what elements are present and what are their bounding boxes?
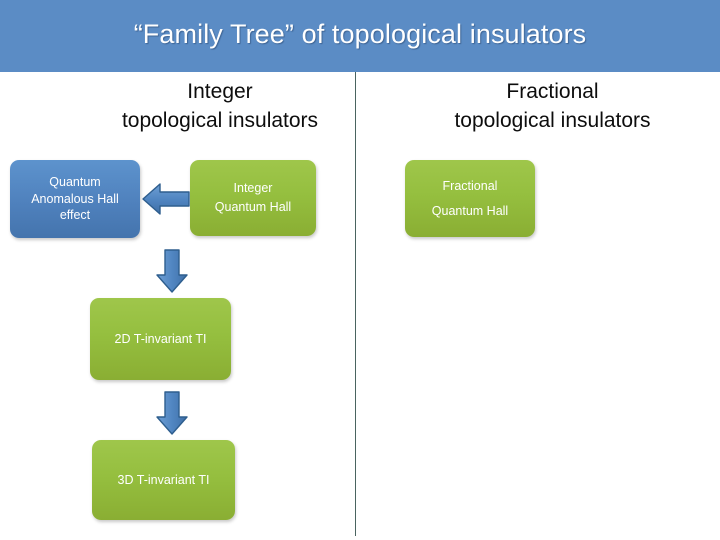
column-heading-fractional-line2: topological insulators	[454, 108, 651, 132]
column-heading-integer-line2: topological insulators	[121, 108, 319, 132]
node-quantum-anomalous-hall-effect[interactable]: Quantum Anomalous Hall effect	[10, 160, 140, 238]
arrow-down-icon	[156, 391, 188, 435]
node-quantum-anomalous-hall-effect-label: Quantum Anomalous Hall effect	[31, 174, 119, 224]
title-band	[0, 0, 720, 72]
column-heading-integer: Integer topological insulators	[40, 78, 400, 136]
column-divider	[355, 72, 356, 536]
node-3d-t-invariant-ti[interactable]: 3D T-invariant TI	[92, 440, 235, 520]
fqh-line1: Fractional	[442, 179, 498, 194]
iqh-line1: Integer	[233, 181, 273, 196]
column-heading-fractional-line1: Fractional	[506, 80, 599, 103]
node-2d-t-invariant-ti-label: 2D T-invariant TI	[114, 331, 207, 346]
qahe-line2: Anomalous Hall	[31, 191, 119, 206]
qahe-line1: Quantum	[49, 175, 101, 190]
node-2d-t-invariant-ti[interactable]: 2D T-invariant TI	[90, 298, 231, 380]
node-fractional-quantum-hall-label: Fractional Quantum Hall	[432, 174, 508, 223]
fqh-line2: Quantum Hall	[431, 203, 509, 218]
qahe-line3: effect	[59, 208, 91, 223]
arrow-down-icon	[156, 249, 188, 293]
node-integer-quantum-hall[interactable]: Integer Quantum Hall	[190, 160, 316, 236]
column-heading-fractional: Fractional topological insulators	[385, 78, 720, 136]
arrow-left-icon	[142, 183, 190, 215]
page-title: “Family Tree” of topological insulators	[133, 19, 587, 49]
node-3d-t-invariant-ti-label: 3D T-invariant TI	[117, 472, 210, 487]
iqh-line2: Quantum Hall	[214, 200, 292, 214]
node-fractional-quantum-hall[interactable]: Fractional Quantum Hall	[405, 160, 535, 237]
node-integer-quantum-hall-label: Integer Quantum Hall	[215, 179, 291, 217]
column-heading-integer-line1: Integer	[187, 80, 253, 103]
